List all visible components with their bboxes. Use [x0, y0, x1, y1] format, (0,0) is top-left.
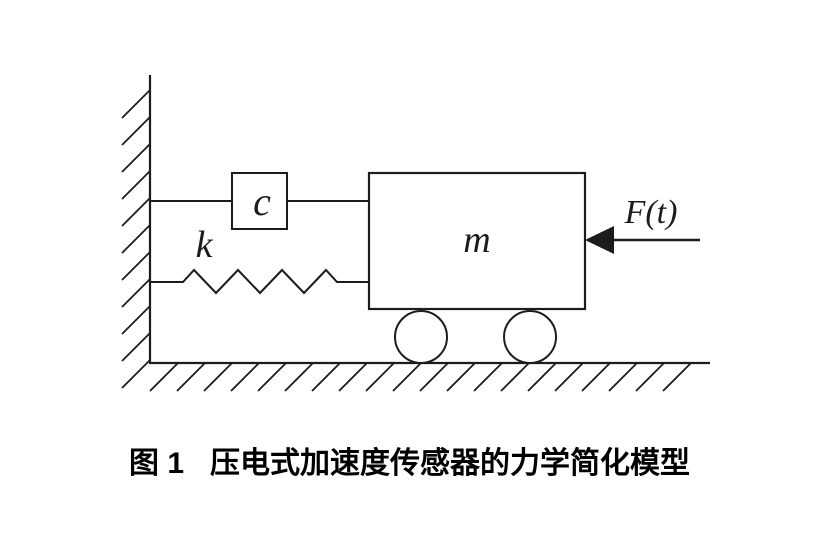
wall-hatching [121, 89, 151, 389]
figure-title: 压电式加速度传感器的力学简化模型 [210, 447, 691, 480]
wheel-right [503, 310, 557, 364]
force-arrow [585, 226, 700, 254]
force-arrow-head [585, 226, 614, 254]
force-label: F(t) [624, 194, 678, 231]
damper-branch [150, 172, 369, 230]
wheel-left [394, 310, 448, 364]
figure-number: 图 1 [128, 447, 185, 480]
spring-label: k [196, 224, 214, 266]
damper-label: c [253, 179, 271, 224]
spring-zigzag [150, 268, 369, 295]
ground-hatching [149, 362, 692, 392]
damper-box [231, 172, 288, 230]
wheels [394, 310, 557, 364]
mass-block [367, 171, 587, 311]
mass-label: m [463, 219, 490, 261]
figure-caption: 图 1 压电式加速度传感器的力学简化模型 [0, 447, 819, 481]
